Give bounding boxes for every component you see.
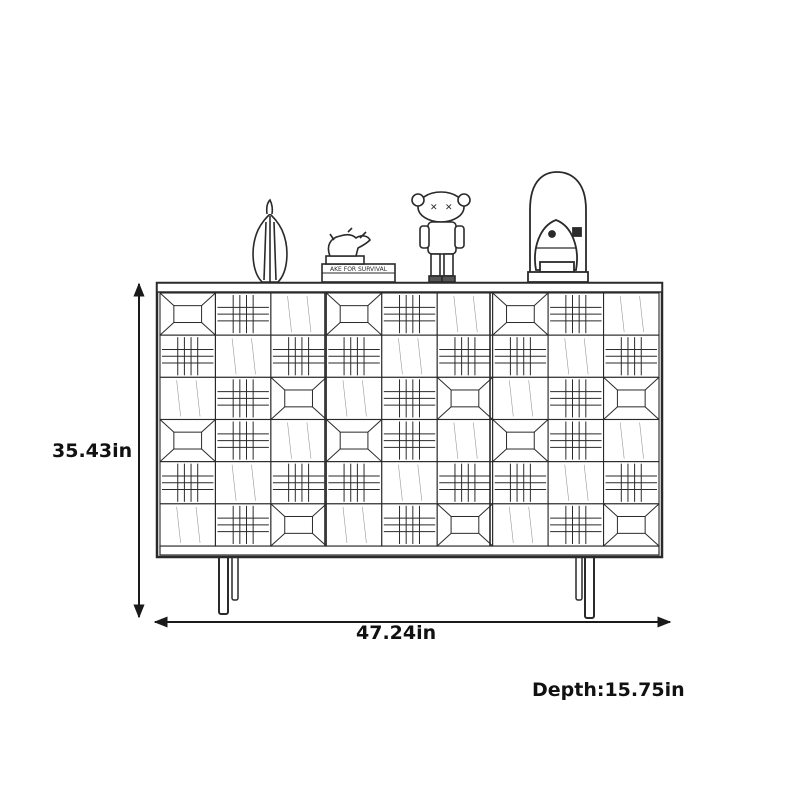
door-tile <box>159 334 216 378</box>
door-tile <box>270 376 327 421</box>
door-tile <box>436 292 494 336</box>
door-tile <box>214 461 272 505</box>
door-tile <box>436 461 494 505</box>
door-tile <box>270 292 327 336</box>
door-tile <box>325 376 383 421</box>
figure-eye-right: ✕ <box>445 203 453 213</box>
door-tile <box>603 418 660 463</box>
height-dimension-label: 35.43in <box>52 440 133 462</box>
door-tile <box>492 503 549 547</box>
door-tile <box>547 461 605 505</box>
cabinet-top <box>156 282 663 293</box>
width-dimension-label: 47.24in <box>356 622 437 644</box>
door-tile <box>547 292 605 336</box>
door-tile <box>603 503 660 547</box>
cabinet-body <box>155 281 664 559</box>
door-tile <box>214 503 272 547</box>
door-tile <box>492 334 549 378</box>
door-tile <box>325 461 383 505</box>
cabinet-legs <box>218 555 595 619</box>
door-tile <box>270 334 327 378</box>
door-tile <box>492 418 549 463</box>
door-tile <box>603 461 660 505</box>
bull-figurine-on-books: AKE FOR SURVIVAL <box>321 227 396 283</box>
door-tile <box>603 334 660 378</box>
front-right-leg <box>584 555 595 619</box>
door-tile <box>214 418 272 463</box>
door-tile <box>325 418 383 463</box>
door-tile <box>270 503 327 547</box>
door-tile <box>436 376 494 421</box>
door-tile <box>547 503 605 547</box>
door-tile <box>381 503 438 547</box>
door-tile <box>159 376 216 421</box>
vase-decor <box>252 198 288 283</box>
door-tile <box>547 376 605 421</box>
door-tile <box>436 418 494 463</box>
door-tile <box>214 292 272 336</box>
front-left-leg <box>218 555 229 615</box>
door-tile <box>436 503 494 547</box>
back-right-leg <box>575 555 583 601</box>
figure-eye-left: ✕ <box>430 203 438 213</box>
door-tile <box>436 334 494 378</box>
depth-dimension-label: Depth:15.75in <box>532 679 685 701</box>
door-tile <box>214 376 272 421</box>
door-tile <box>381 334 438 378</box>
door-tile <box>325 503 383 547</box>
cabinet-base-rail <box>159 545 660 556</box>
door-tile <box>159 461 216 505</box>
door-tile <box>270 418 327 463</box>
door-tile <box>325 292 383 336</box>
door-tile-grid <box>159 292 660 547</box>
book-spine-text: AKE FOR SURVIVAL <box>330 266 388 273</box>
door-tile <box>492 292 549 336</box>
door-tile <box>492 376 549 421</box>
door-tile <box>159 418 216 463</box>
door-tile <box>547 334 605 378</box>
door-tile <box>381 461 438 505</box>
lamp-decor <box>527 171 589 283</box>
back-left-leg <box>231 555 239 601</box>
door-tile <box>492 461 549 505</box>
toy-figure-decor: ✕ ✕ <box>411 191 471 283</box>
door-tile <box>603 376 660 421</box>
door-tile <box>325 334 383 378</box>
door-tile <box>159 292 216 336</box>
door-tile <box>381 292 438 336</box>
door-tile <box>603 292 660 336</box>
door-tile <box>159 503 216 547</box>
door-tile <box>214 334 272 378</box>
door-tile <box>547 418 605 463</box>
door-tile <box>381 418 438 463</box>
door-tile <box>381 376 438 421</box>
door-tile <box>270 461 327 505</box>
